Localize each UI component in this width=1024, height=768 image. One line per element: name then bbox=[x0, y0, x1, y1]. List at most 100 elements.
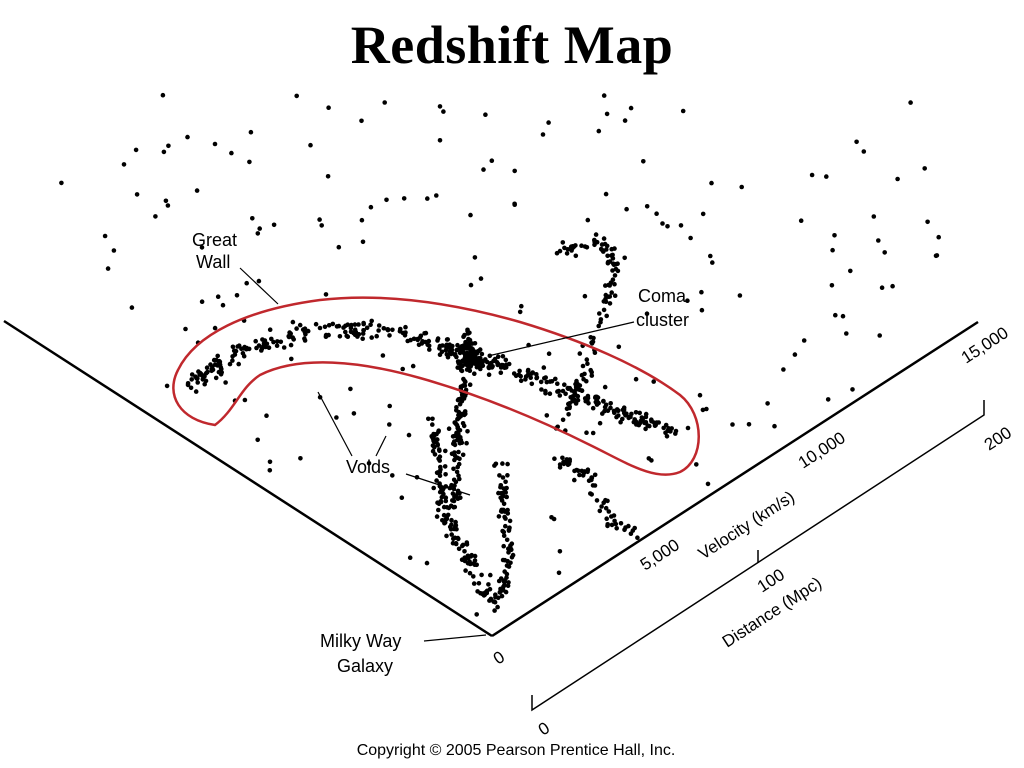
galaxy-dot bbox=[467, 337, 473, 343]
galaxy-dot bbox=[508, 545, 513, 551]
galaxy-dot bbox=[496, 490, 501, 496]
galaxy-dot bbox=[512, 202, 517, 207]
galaxy-dot bbox=[215, 363, 220, 368]
galaxy-dot bbox=[445, 337, 451, 342]
galaxy-dot bbox=[601, 93, 607, 98]
galaxy-dot bbox=[229, 150, 234, 156]
galaxy-dot bbox=[925, 219, 930, 225]
galaxy-dot bbox=[664, 434, 670, 439]
galaxy-dot bbox=[411, 336, 417, 342]
galaxy-dot bbox=[451, 505, 457, 510]
galaxy-dot bbox=[594, 239, 600, 245]
galaxy-dot bbox=[387, 422, 392, 427]
galaxy-dot bbox=[580, 363, 586, 369]
galaxy-dot bbox=[408, 337, 413, 343]
galaxy-dot bbox=[590, 405, 596, 411]
galaxy-dot bbox=[294, 93, 300, 99]
galaxy-dot bbox=[199, 299, 205, 305]
galaxy-dot bbox=[348, 386, 353, 392]
galaxy-dot bbox=[390, 473, 395, 478]
galaxy-dot bbox=[622, 118, 628, 123]
galaxy-dot bbox=[596, 323, 601, 329]
galaxy-dot bbox=[633, 376, 639, 382]
galaxy-dot bbox=[626, 414, 632, 420]
galaxy-dot bbox=[430, 448, 436, 454]
galaxy-dot bbox=[456, 412, 462, 418]
galaxy-dot bbox=[908, 100, 913, 105]
galaxy-dot bbox=[589, 373, 595, 378]
galaxy-dot bbox=[575, 386, 580, 392]
galaxy-dot bbox=[798, 218, 804, 223]
galaxy-dot bbox=[584, 245, 590, 250]
galaxy-dot bbox=[547, 391, 553, 397]
galaxy-dot bbox=[551, 516, 557, 522]
galaxy-dot bbox=[267, 468, 273, 473]
galaxy-dot bbox=[523, 374, 529, 379]
galaxy-dot bbox=[454, 354, 459, 360]
galaxy-dot bbox=[833, 312, 838, 318]
galaxy-dot bbox=[601, 249, 606, 254]
galaxy-dot bbox=[624, 206, 629, 212]
galaxy-dot bbox=[361, 321, 367, 327]
galaxy-dot bbox=[255, 437, 260, 443]
galaxy-dot bbox=[654, 211, 659, 216]
galaxy-dot bbox=[620, 416, 625, 422]
galaxy-dot bbox=[570, 245, 575, 251]
galaxy-dot bbox=[643, 420, 649, 425]
galaxy-dot bbox=[317, 325, 323, 331]
galaxy-dot bbox=[472, 255, 478, 260]
galaxy-dot bbox=[505, 461, 510, 467]
galaxy-dot bbox=[577, 351, 583, 356]
galaxy-dot bbox=[573, 253, 579, 259]
galaxy-dot bbox=[472, 558, 478, 563]
galaxy-dot bbox=[410, 363, 416, 369]
galaxy-dot bbox=[500, 557, 506, 563]
coma-label-1: Coma bbox=[638, 286, 687, 306]
galaxy-dot bbox=[369, 318, 375, 324]
milky-way-label-2: Galaxy bbox=[337, 656, 393, 676]
galaxy-dot bbox=[499, 593, 505, 599]
galaxy-dot bbox=[478, 276, 484, 281]
galaxy-dot bbox=[351, 411, 357, 416]
galaxy-dot bbox=[443, 472, 448, 477]
galaxy-dot bbox=[441, 109, 446, 114]
galaxy-dot bbox=[496, 514, 502, 519]
galaxy-dot bbox=[472, 553, 478, 559]
galaxy-dot bbox=[463, 568, 468, 573]
galaxy-dot bbox=[498, 509, 504, 514]
galaxy-dot bbox=[582, 293, 588, 299]
galaxy-dot bbox=[455, 342, 460, 348]
galaxy-dot bbox=[934, 253, 940, 258]
galaxy-dot bbox=[581, 376, 586, 382]
galaxy-dot bbox=[275, 339, 280, 344]
galaxy-dot bbox=[453, 479, 459, 485]
galaxy-dot bbox=[446, 426, 452, 432]
galaxy-dot bbox=[507, 518, 513, 524]
galaxy-dot bbox=[492, 599, 498, 605]
galaxy-dot bbox=[663, 430, 668, 436]
galaxy-dot bbox=[185, 134, 190, 140]
galaxy-dot bbox=[614, 526, 619, 531]
galaxy-dot bbox=[352, 322, 358, 327]
galaxy-dot bbox=[618, 521, 624, 526]
galaxy-dot bbox=[629, 411, 634, 417]
galaxy-dot bbox=[469, 341, 475, 346]
galaxy-dot bbox=[922, 166, 927, 171]
galaxy-dot bbox=[121, 162, 127, 167]
galaxy-dot bbox=[464, 542, 470, 547]
galaxy-dot bbox=[607, 294, 613, 299]
distance-tick-200: 200 bbox=[981, 423, 1015, 454]
galaxy-dot bbox=[538, 379, 544, 385]
galaxy-dot bbox=[557, 248, 563, 254]
galaxy-dot bbox=[616, 344, 622, 350]
galaxy-dot bbox=[244, 280, 249, 286]
galaxy-dot bbox=[455, 464, 461, 470]
galaxy-dot bbox=[575, 381, 581, 387]
galaxy-dot bbox=[628, 105, 634, 111]
galaxy-dot bbox=[708, 253, 713, 259]
galaxy-dot bbox=[374, 333, 380, 339]
galaxy-dot bbox=[437, 448, 442, 454]
galaxy-dot bbox=[166, 143, 171, 149]
galaxy-dot bbox=[278, 339, 284, 345]
galaxy-dot bbox=[478, 358, 484, 363]
